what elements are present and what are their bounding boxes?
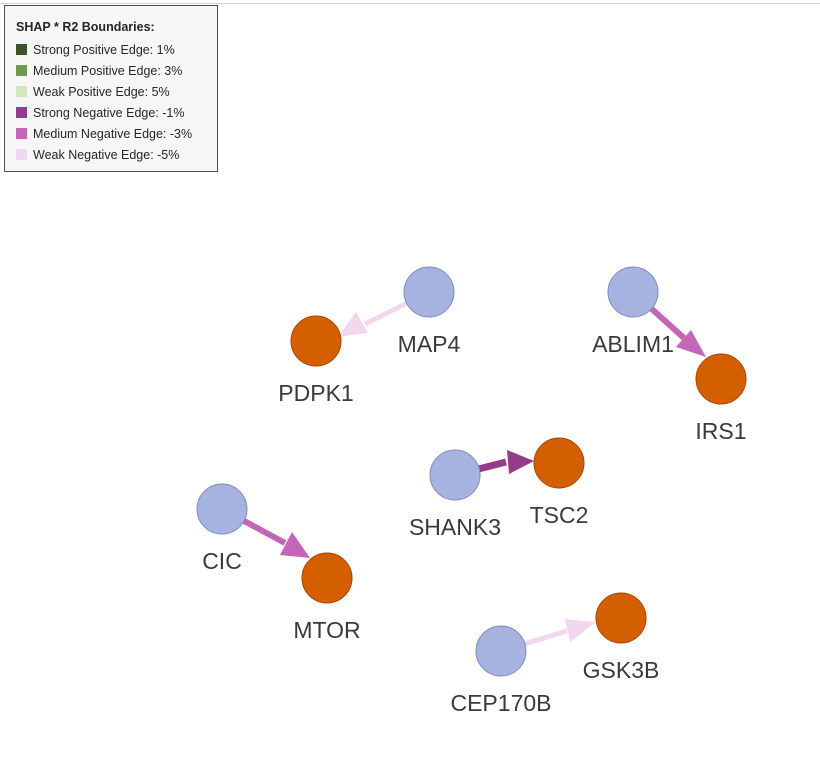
node-label-cic: CIC xyxy=(202,548,242,574)
legend-label-medium-negative: Medium Negative Edge: -3% xyxy=(33,126,193,141)
legend: SHAP * R2 Boundaries: Strong Positive Ed… xyxy=(4,5,218,172)
legend-item-strong-positive: Strong Positive Edge: 1% xyxy=(16,39,217,60)
legend-swatch-strong-negative xyxy=(16,107,27,118)
node-gsk3b[interactable]: GSK3B xyxy=(583,592,660,683)
node-tsc2[interactable]: TSC2 xyxy=(530,437,589,528)
node-cep170b[interactable]: CEP170B xyxy=(450,625,552,716)
node-label-tsc2: TSC2 xyxy=(530,502,589,528)
legend-item-medium-negative: Medium Negative Edge: -3% xyxy=(16,123,217,144)
legend-item-weak-negative: Weak Negative Edge: -5% xyxy=(16,144,217,165)
legend-swatch-medium-positive xyxy=(16,65,27,76)
legend-label-medium-positive: Medium Positive Edge: 3% xyxy=(33,63,183,78)
top-divider xyxy=(0,3,820,4)
legend-swatch-weak-negative xyxy=(16,149,27,160)
legend-item-strong-negative: Strong Negative Edge: -1% xyxy=(16,102,217,123)
node-map4[interactable]: MAP4 xyxy=(398,266,461,357)
node-irs1[interactable]: IRS1 xyxy=(695,353,747,444)
node-mtor[interactable]: MTOR xyxy=(293,552,361,643)
legend-swatch-medium-negative xyxy=(16,128,27,139)
legend-label-strong-negative: Strong Negative Edge: -1% xyxy=(33,105,185,120)
node-pdpk1[interactable]: PDPK1 xyxy=(278,315,354,406)
node-shank3[interactable]: SHANK3 xyxy=(409,449,501,540)
legend-label-weak-negative: Weak Negative Edge: -5% xyxy=(33,147,180,162)
legend-label-weak-positive: Weak Positive Edge: 5% xyxy=(33,84,170,99)
nodes-layer: MAP4 PDPK1 ABLIM1 IRS1 SHANK3 TSC2 CIC xyxy=(196,266,747,716)
node-label-shank3: SHANK3 xyxy=(409,514,501,540)
node-label-mtor: MTOR xyxy=(293,617,360,643)
node-cic[interactable]: CIC xyxy=(196,483,248,574)
node-label-cep170b: CEP170B xyxy=(450,690,551,716)
node-label-pdpk1: PDPK1 xyxy=(278,380,353,406)
legend-title: SHAP * R2 Boundaries: xyxy=(16,20,155,34)
node-ablim1[interactable]: ABLIM1 xyxy=(592,266,674,357)
node-label-gsk3b: GSK3B xyxy=(583,657,660,683)
node-label-ablim1: ABLIM1 xyxy=(592,331,674,357)
legend-swatch-strong-positive xyxy=(16,44,27,55)
legend-item-weak-positive: Weak Positive Edge: 5% xyxy=(16,81,217,102)
legend-swatch-weak-positive xyxy=(16,86,27,97)
node-label-irs1: IRS1 xyxy=(695,418,746,444)
legend-label-strong-positive: Strong Positive Edge: 1% xyxy=(33,42,175,57)
node-label-map4: MAP4 xyxy=(398,331,461,357)
legend-item-medium-positive: Medium Positive Edge: 3% xyxy=(16,60,217,81)
